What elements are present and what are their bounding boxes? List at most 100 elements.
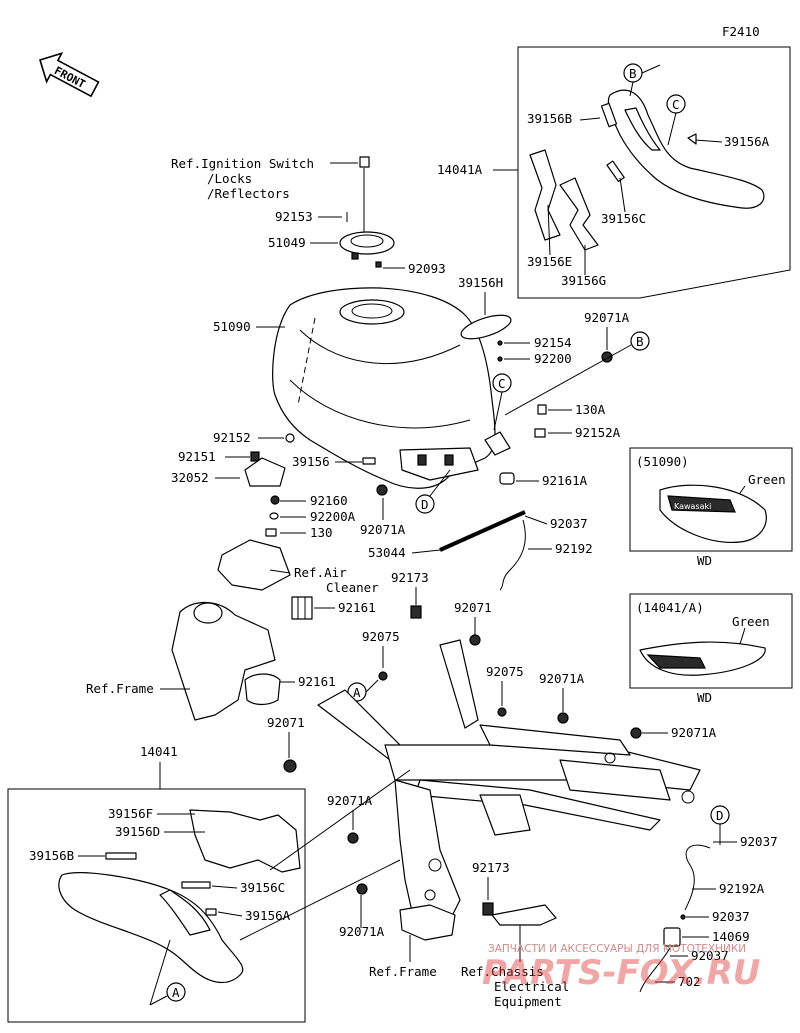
svg-text:130: 130 [310, 525, 333, 540]
main-frame [317, 639, 701, 941]
svg-text:92037: 92037 [740, 834, 778, 849]
hose-92192a [684, 844, 711, 911]
air-cleaner-bracket [217, 539, 291, 591]
callout-d-mid [415, 494, 435, 514]
svg-text:14069: 14069 [712, 929, 750, 944]
svg-text:Green: Green [748, 472, 786, 487]
svg-text:Ref.Frame: Ref.Frame [86, 681, 154, 696]
svg-text:C: C [672, 97, 680, 112]
svg-text:39156A: 39156A [245, 908, 291, 923]
svg-text:92200: 92200 [534, 351, 572, 366]
svg-text:92153: 92153 [275, 209, 313, 224]
svg-text:702: 702 [678, 974, 701, 989]
svg-text:39156C: 39156C [240, 880, 285, 895]
svg-text:/Reflectors: /Reflectors [207, 186, 290, 201]
damper-92161-a [291, 596, 313, 620]
svg-text:Ref.Ignition Switch: Ref.Ignition Switch [171, 156, 314, 171]
svg-text:130A: 130A [575, 402, 606, 417]
svg-text:92071: 92071 [454, 600, 492, 615]
svg-text:Ref.Chassis: Ref.Chassis [461, 964, 544, 979]
svg-text:D: D [421, 497, 429, 512]
svg-text:14041: 14041 [140, 744, 178, 759]
svg-text:39156E: 39156E [527, 254, 572, 269]
svg-text:92071A: 92071A [671, 725, 717, 740]
side-cover-right [607, 89, 765, 209]
svg-text:39156G: 39156G [561, 273, 606, 288]
pad-39156h [460, 314, 512, 340]
svg-text:92071A: 92071A [360, 522, 406, 537]
box-14041a [517, 46, 791, 299]
svg-text:92071A: 92071A [539, 671, 585, 686]
svg-text:92037: 92037 [691, 948, 729, 963]
svg-text:39156A: 39156A [724, 134, 770, 149]
bracket-32052 [244, 457, 286, 487]
svg-text:Ref.Air: Ref.Air [294, 565, 347, 580]
svg-text:39156H: 39156H [458, 275, 503, 290]
svg-text:92093: 92093 [408, 261, 446, 276]
hose-92192 [499, 519, 526, 591]
svg-text:Kawasaki: Kawasaki [674, 502, 711, 511]
svg-text:A: A [172, 985, 180, 1000]
svg-text:92173: 92173 [472, 860, 510, 875]
svg-text:92161A: 92161A [542, 473, 588, 488]
watermark-line1: ЗАПЧАСТИ И АКСЕССУАРЫ ДЛЯ МОТОТЕХНИКИ [488, 943, 746, 955]
svg-text:92075: 92075 [362, 629, 400, 644]
svg-text:53044: 53044 [368, 545, 406, 560]
label-14041a: 14041A [437, 162, 483, 177]
damper-92161-b [244, 673, 281, 706]
svg-text:B: B [629, 66, 637, 81]
valve-14069 [663, 927, 681, 947]
svg-text:Cleaner: Cleaner [326, 580, 379, 595]
svg-text:92200A: 92200A [310, 509, 356, 524]
svg-text:B: B [636, 334, 644, 349]
svg-text:(51090): (51090) [636, 454, 689, 469]
inset-cover-14041a [629, 593, 793, 689]
svg-text:39156F: 39156F [108, 806, 153, 821]
inset-tank-51090 [629, 447, 793, 552]
svg-text:92154: 92154 [534, 335, 572, 350]
clip-39156c [606, 160, 625, 183]
svg-text:92075: 92075 [486, 664, 524, 679]
damper-92161a [499, 472, 515, 485]
side-cover-left [58, 872, 244, 984]
svg-text:C: C [498, 376, 506, 391]
front-arrow-icon: FRONT [39, 52, 100, 98]
svg-text:92071A: 92071A [584, 310, 630, 325]
svg-text:D: D [716, 808, 724, 823]
svg-text:39156D: 39156D [115, 824, 160, 839]
svg-text:39156: 39156 [292, 454, 330, 469]
tube-53044 [439, 510, 526, 552]
watermark-line2: PARTS-FOX.RU [482, 953, 760, 993]
callout-b-mid [630, 331, 650, 351]
svg-text:92152A: 92152A [575, 425, 621, 440]
callout-a-box [166, 982, 186, 1002]
svg-text:51090: 51090 [213, 319, 251, 334]
svg-text:39156B: 39156B [29, 848, 74, 863]
box-14041 [7, 788, 306, 1023]
svg-text:51049: 51049 [268, 235, 306, 250]
svg-text:32052: 32052 [171, 470, 209, 485]
svg-text:92192: 92192 [555, 541, 593, 556]
svg-text:Electrical: Electrical [494, 979, 569, 994]
pad-39156e [529, 149, 561, 241]
svg-text:92160: 92160 [310, 493, 348, 508]
pad-39156g [559, 177, 599, 251]
svg-text:92071A: 92071A [339, 924, 385, 939]
front-frame-left [171, 601, 276, 721]
svg-text:92151: 92151 [178, 449, 216, 464]
svg-text:(14041/A): (14041/A) [636, 600, 704, 615]
svg-text:92161: 92161 [298, 674, 336, 689]
svg-text:39156B: 39156B [527, 111, 572, 126]
chassis-bracket [491, 904, 557, 926]
svg-text:Equipment: Equipment [494, 994, 562, 1009]
svg-text:92037: 92037 [712, 909, 750, 924]
svg-text:92192A: 92192A [719, 881, 765, 896]
svg-text:92173: 92173 [391, 570, 429, 585]
svg-text:39156C: 39156C [601, 211, 646, 226]
svg-text:A: A [353, 685, 361, 700]
svg-text:Ref.Frame: Ref.Frame [369, 964, 437, 979]
svg-text:WD: WD [697, 690, 712, 705]
svg-text:/Locks: /Locks [207, 171, 252, 186]
clip-39156b [600, 102, 618, 128]
